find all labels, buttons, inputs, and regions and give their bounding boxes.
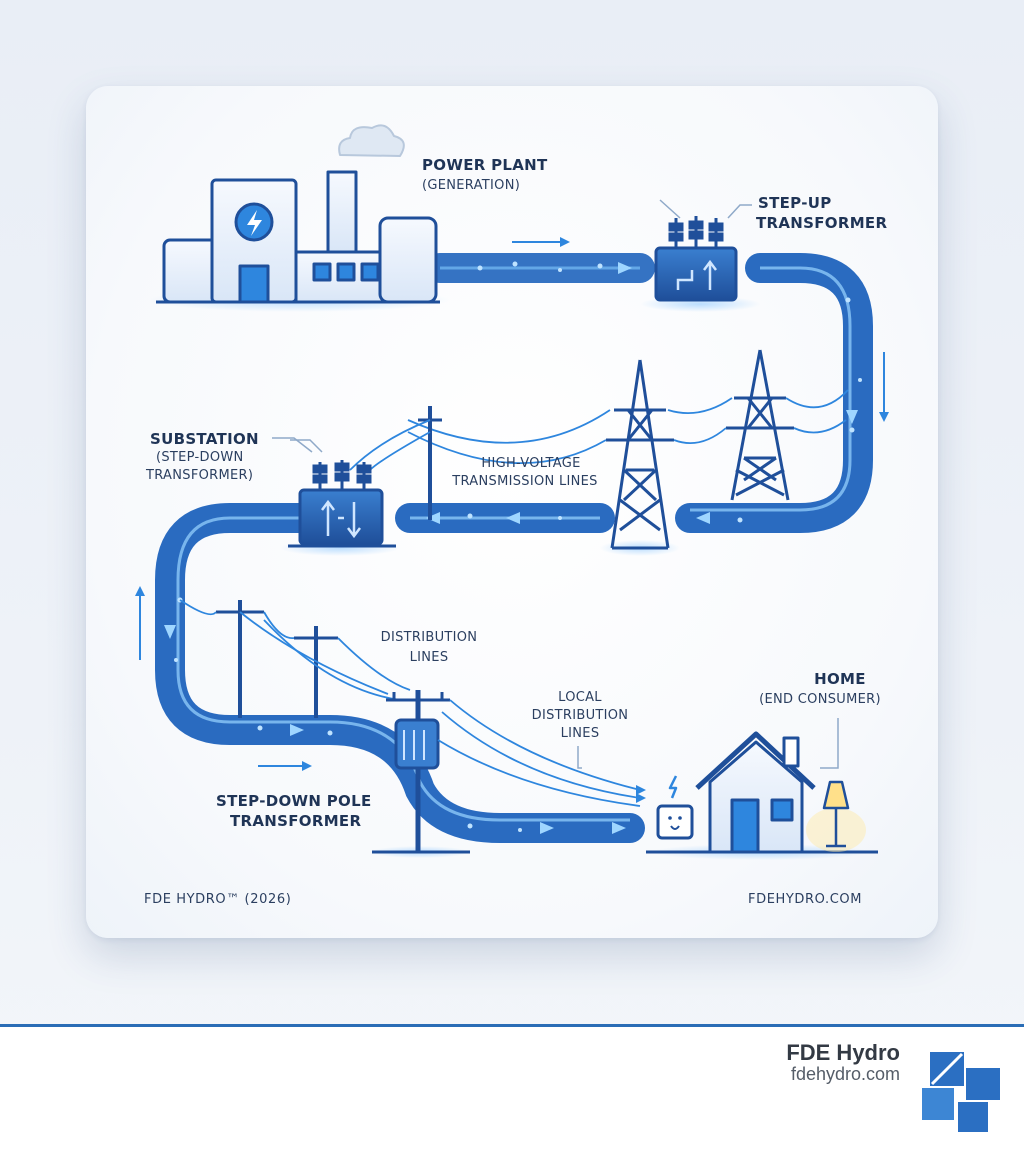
label-hv-2: TRANSMISSION LINES <box>452 474 598 489</box>
label-home: HOME <box>814 670 866 688</box>
label-home-sub: (END CONSUMER) <box>759 692 881 707</box>
leader-lines <box>272 437 839 769</box>
distribution-poles <box>179 599 411 718</box>
pole-transformer-icon <box>370 690 646 858</box>
label-local-1: LOCAL <box>558 690 602 705</box>
step-up-transformer-icon <box>640 199 760 312</box>
transmission-towers <box>349 349 849 556</box>
label-dist-1: DISTRIBUTION <box>380 630 478 645</box>
flow-band <box>155 253 873 843</box>
substation-transformer-icon <box>280 439 400 556</box>
power-flow-diagram <box>135 124 889 860</box>
label-local-3: LINES <box>560 726 600 741</box>
label-power-plant-sub: (GENERATION) <box>422 178 521 193</box>
label-step-up-2: TRANSFORMER <box>756 214 888 232</box>
label-pole-2: TRANSFORMER <box>230 812 362 830</box>
label-substation: SUBSTATION <box>150 430 259 448</box>
label-substation-sub2: TRANSFORMER) <box>146 468 254 483</box>
footer-website: FDEHYDRO.COM <box>748 892 863 907</box>
label-pole-1: STEP-DOWN POLE <box>216 792 372 810</box>
brand-url[interactable]: fdehydro.com <box>790 1064 900 1084</box>
branding-band <box>0 1024 1024 1157</box>
label-power-plant: POWER PLANT <box>422 156 548 174</box>
label-local-2: DISTRIBUTION <box>531 708 629 723</box>
label-hv-1: HIGH-VOLTAGE <box>481 456 581 471</box>
direction-arrows <box>135 237 889 771</box>
brand-name: FDE Hydro <box>786 1040 900 1065</box>
footer-copyright: FDE HYDRO™ (2026) <box>144 892 292 907</box>
power-plant-icon <box>150 124 450 312</box>
home-icon <box>646 731 878 860</box>
label-step-up-1: STEP-UP <box>758 194 832 212</box>
label-substation-sub1: (STEP-DOWN <box>156 450 244 465</box>
label-dist-2: LINES <box>409 650 449 665</box>
brand-logo-icon <box>922 1052 1000 1132</box>
